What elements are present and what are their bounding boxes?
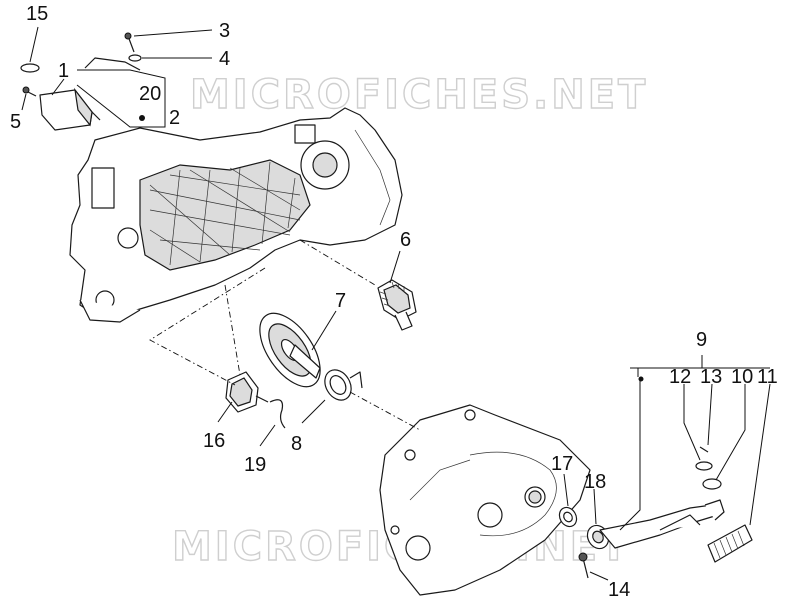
callout-17: 17	[551, 453, 573, 475]
callout-10: 10	[731, 366, 753, 388]
callout-5: 5	[10, 111, 21, 133]
callout-7: 7	[335, 290, 346, 312]
transmission-cover	[379, 404, 591, 596]
group-9-dot	[638, 376, 644, 382]
callout-13: 13	[700, 366, 722, 388]
callout-12: 12	[669, 366, 691, 388]
watermark-top: MICROFICHES.NET	[190, 72, 648, 118]
callout-8: 8	[291, 433, 302, 455]
callout-16: 16	[203, 430, 225, 452]
washer-10	[702, 478, 722, 490]
leader-lines	[21, 26, 771, 581]
o-ring-17	[558, 506, 578, 528]
callout-9: 9	[696, 329, 707, 351]
callout-numbers: 15 1 5 3 4 20 2 6 7 16 19 8 9 12 13 10 1…	[10, 3, 778, 600]
starter-driven-gear-7	[259, 312, 321, 388]
screw-3	[124, 32, 135, 53]
bendix-pinion-16	[225, 371, 269, 413]
screw-5	[22, 86, 37, 97]
callout-4: 4	[219, 48, 230, 70]
callout-20: 20	[139, 83, 161, 105]
callout-2: 2	[169, 107, 180, 129]
callout-19: 19	[244, 454, 266, 476]
torsion-spring-8	[324, 369, 363, 401]
spring-clip-19	[269, 399, 286, 429]
circlip-12	[695, 461, 713, 471]
callout-11: 11	[757, 366, 778, 388]
washer-4	[128, 54, 142, 62]
gear-shaft-6	[377, 279, 417, 331]
pedal-rubber-11	[707, 524, 753, 563]
bolt-14	[578, 552, 589, 579]
starter-motor-1	[39, 57, 141, 131]
assembly-lines	[149, 239, 421, 431]
callout-3: 3	[219, 20, 230, 42]
callout-18: 18	[584, 471, 606, 493]
pin-13	[699, 446, 709, 453]
bracket-20-group	[76, 69, 166, 128]
kick-start-lever	[599, 499, 725, 549]
circlip-15	[20, 63, 40, 73]
callout-6: 6	[400, 229, 411, 251]
crankcase	[69, 107, 403, 323]
callout-14: 14	[608, 579, 630, 600]
callout-1: 1	[58, 60, 69, 82]
callout-15: 15	[26, 3, 48, 25]
